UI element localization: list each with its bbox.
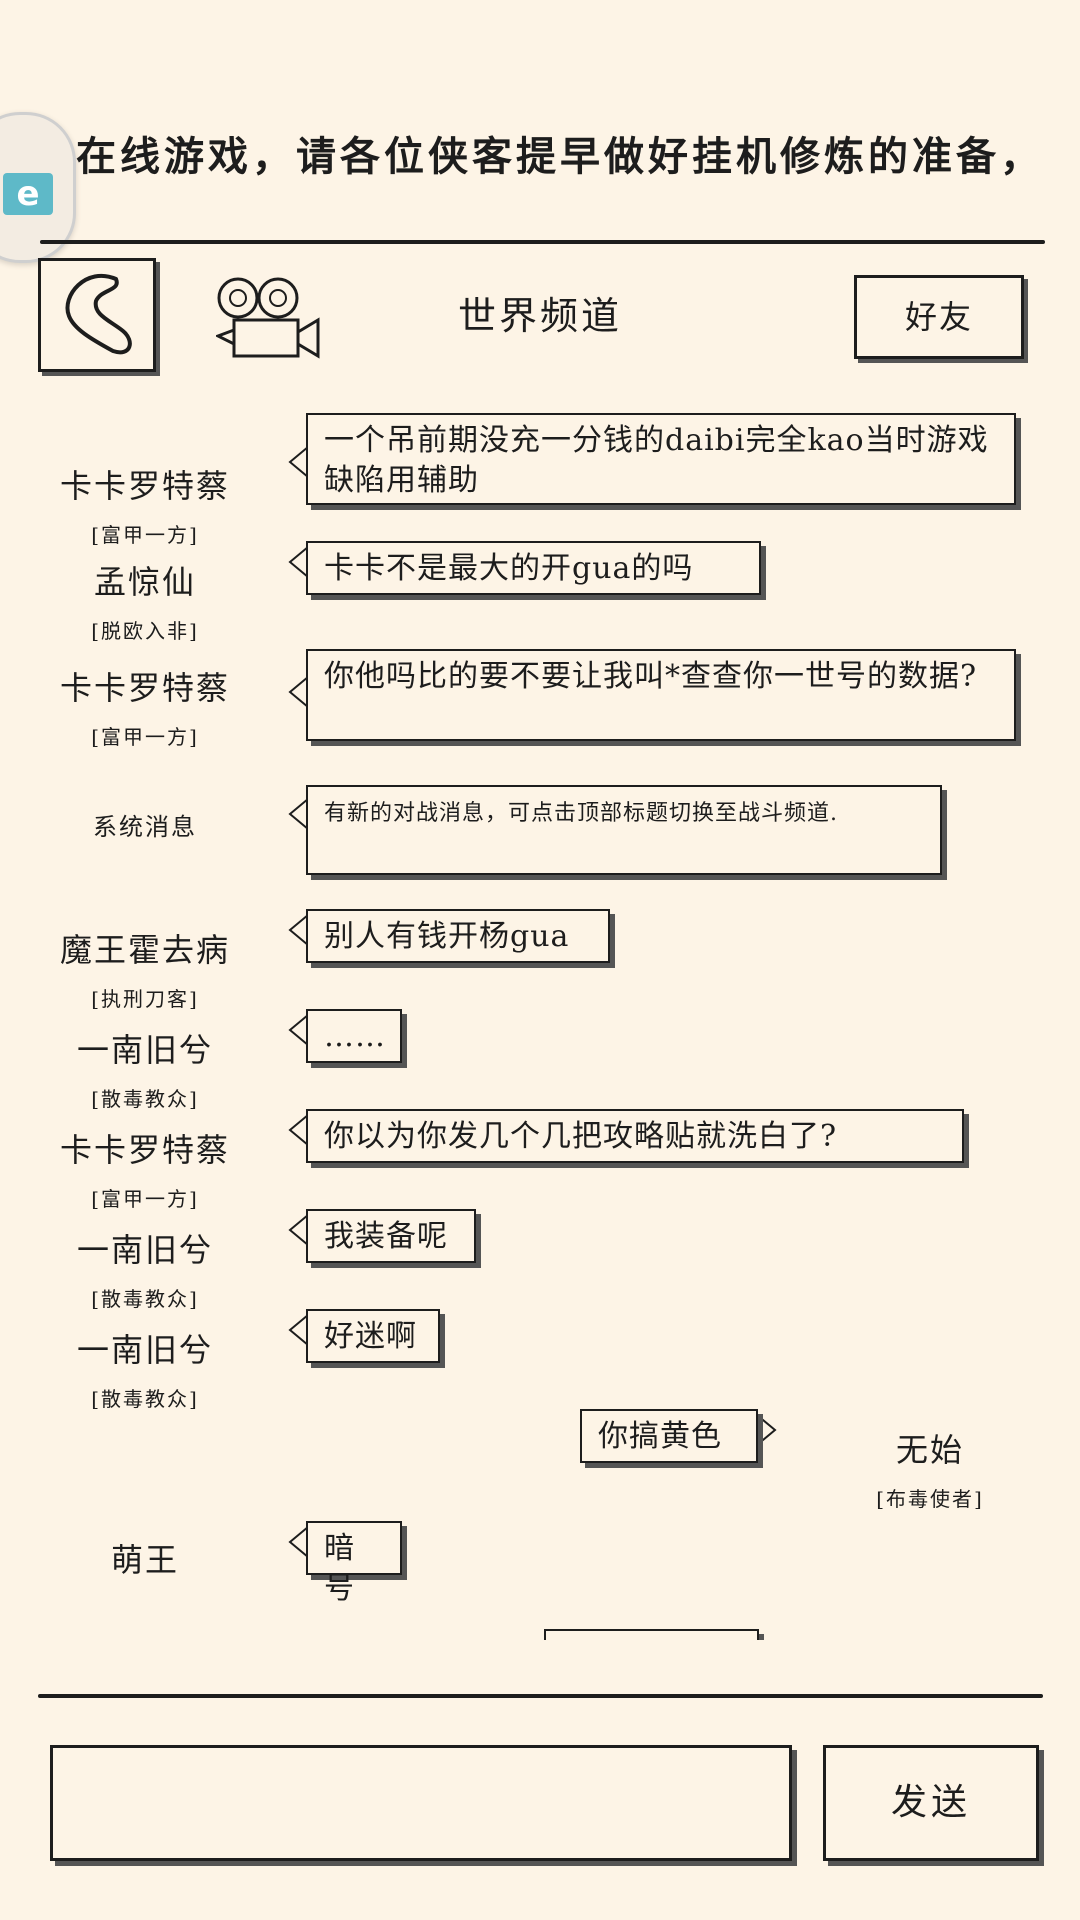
message-bubble: 你以为你发几个几把攻略贴就洗白了? bbox=[306, 1109, 964, 1163]
film-camera-icon bbox=[214, 277, 320, 359]
announcement-text: 入和在线游戏，请各位侠客提早做好挂机修炼的准备， bbox=[0, 133, 1044, 178]
bubble-tail bbox=[288, 447, 308, 477]
message-bubble: 别人有钱开杨gua bbox=[306, 909, 610, 963]
sender-name: 一南旧兮 bbox=[76, 1231, 213, 1269]
sender-name: 卡卡罗特蔡 bbox=[59, 467, 230, 505]
sender-info[interactable]: 一南旧兮 [散毒教众] bbox=[30, 1225, 260, 1312]
record-video-button[interactable] bbox=[214, 276, 326, 370]
announcement-ticker: 入和在线游戏，请各位侠客提早做好挂机修炼的准备， bbox=[0, 118, 1080, 178]
send-button[interactable]: 发送 bbox=[823, 1745, 1039, 1861]
composer-divider bbox=[38, 1694, 1043, 1698]
sender-info[interactable]: 卡卡罗特蔡 [富甲一方] bbox=[30, 663, 260, 750]
app-badge-icon: e bbox=[3, 173, 53, 215]
sender-title: [富甲一方] bbox=[91, 1187, 199, 1211]
bubble-tail bbox=[288, 799, 308, 829]
sender-title: [布毒使者] bbox=[876, 1487, 984, 1511]
sender-title: [散毒教众] bbox=[91, 1387, 199, 1411]
bubble-tail bbox=[288, 1115, 308, 1145]
sender-title: [散毒教众] bbox=[91, 1087, 199, 1111]
message-bubble: …… bbox=[306, 1009, 402, 1063]
message-bubble: 一个吊前期没充一分钱的daibi完全kao当时游戏缺陷用辅助 bbox=[306, 413, 1016, 505]
message-bubble: 你搞黄色 bbox=[580, 1409, 758, 1463]
sender-name: 一南旧兮 bbox=[76, 1331, 213, 1369]
sender-info[interactable]: 一南旧兮 [散毒教众] bbox=[30, 1325, 260, 1412]
sender-info[interactable]: 卡卡罗特蔡 [富甲一方] bbox=[30, 461, 260, 548]
message-bubble: 我装备呢 bbox=[306, 1209, 476, 1263]
bubble-tail bbox=[757, 1415, 777, 1445]
message-bubble bbox=[544, 1629, 759, 1640]
message-bubble: 卡卡不是最大的开gua的吗 bbox=[306, 541, 761, 595]
bubble-tail bbox=[288, 1015, 308, 1045]
sender-title: [富甲一方] bbox=[91, 523, 199, 547]
chat-input-field[interactable] bbox=[50, 1745, 792, 1861]
bubble-tail bbox=[288, 1315, 308, 1345]
sender-name: 系统消息 bbox=[93, 813, 197, 841]
sender-title: [执刑刀客] bbox=[91, 987, 199, 1011]
bubble-tail bbox=[288, 677, 308, 707]
bubble-tail bbox=[288, 915, 308, 945]
sender-title: [散毒教众] bbox=[91, 1287, 199, 1311]
sender-info[interactable]: 一南旧兮 [散毒教众] bbox=[30, 1025, 260, 1112]
back-button[interactable] bbox=[38, 258, 156, 372]
sender-info[interactable]: 卡卡罗特蔡 [富甲一方] bbox=[30, 1125, 260, 1212]
message-bubble: 好迷啊 bbox=[306, 1309, 440, 1363]
sender-info[interactable]: 无始 [布毒使者] bbox=[830, 1425, 1030, 1512]
sender-info[interactable]: 孟惊仙 [脱欧入非] bbox=[30, 557, 260, 644]
sender-info[interactable]: 萌王 bbox=[30, 1535, 260, 1581]
back-arrow-icon bbox=[65, 273, 132, 355]
sender-name: 无始 bbox=[895, 1431, 964, 1469]
sender-name: 卡卡罗特蔡 bbox=[59, 1131, 230, 1169]
sender-name: 一南旧兮 bbox=[76, 1031, 213, 1069]
sender-name: 孟惊仙 bbox=[93, 563, 196, 601]
chat-message-list[interactable]: 卡卡罗特蔡 [富甲一方] 一个吊前期没充一分钱的daibi完全kao当时游戏缺陷… bbox=[0, 385, 1080, 1640]
bubble-tail bbox=[288, 1527, 308, 1557]
sender-title: [脱欧入非] bbox=[91, 619, 199, 643]
floating-app-badge[interactable]: e bbox=[0, 112, 76, 263]
sender-title: [富甲一方] bbox=[91, 725, 199, 749]
sender-name: 卡卡罗特蔡 bbox=[59, 669, 230, 707]
bubble-tail bbox=[288, 547, 308, 577]
header-top-divider bbox=[40, 240, 1045, 244]
channel-title[interactable]: 世界频道 bbox=[457, 294, 622, 338]
sender-name: 魔王霍去病 bbox=[59, 931, 230, 969]
sender-info[interactable]: 魔王霍去病 [执刑刀客] bbox=[30, 925, 260, 1012]
friends-button[interactable]: 好友 bbox=[854, 275, 1024, 359]
sender-info[interactable]: 系统消息 bbox=[30, 807, 260, 842]
sender-name: 萌王 bbox=[110, 1541, 179, 1579]
message-bubble: 有新的对战消息，可点击顶部标题切换至战斗频道. bbox=[306, 785, 942, 875]
message-bubble: 暗号 bbox=[306, 1521, 402, 1606]
message-bubble: 你他吗比的要不要让我叫*查查你一世号的数据? bbox=[306, 649, 1016, 741]
bubble-tail bbox=[288, 1215, 308, 1245]
